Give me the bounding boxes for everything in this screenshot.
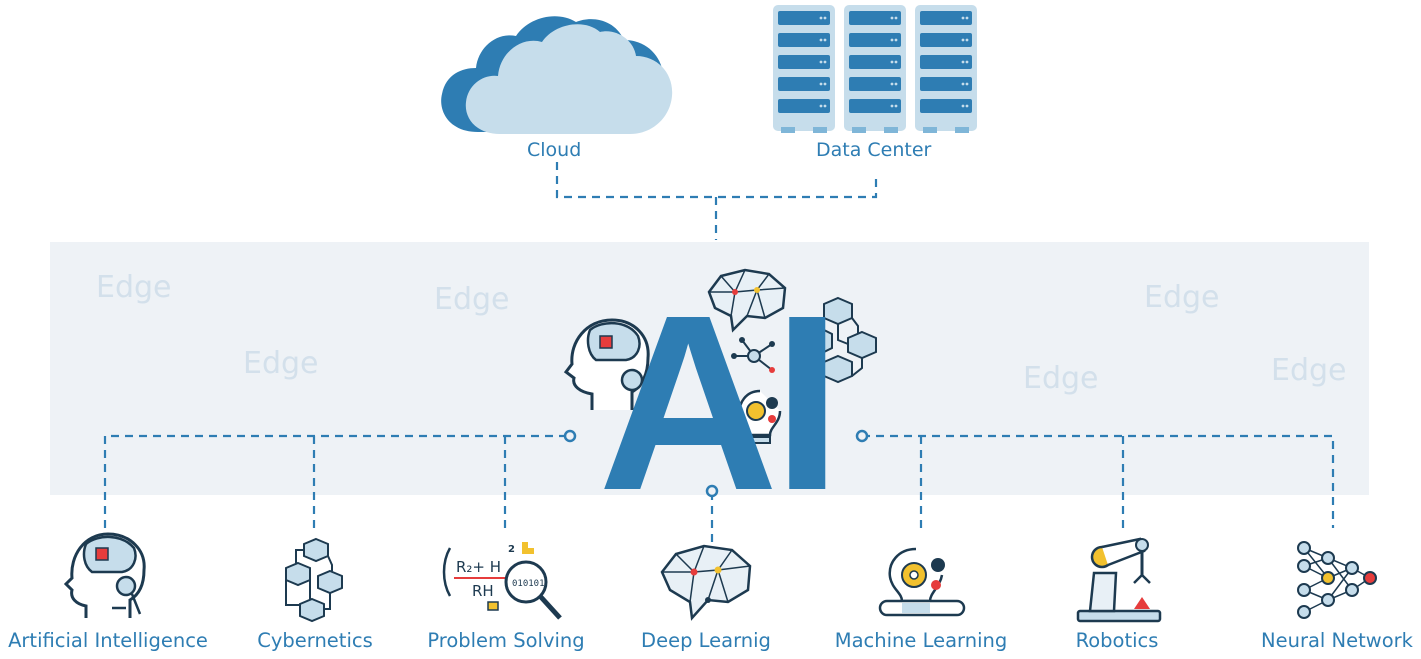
junction-dot <box>855 429 869 443</box>
server-rack-icon <box>773 5 977 133</box>
neural-network-icon <box>1297 541 1377 619</box>
formula-top: R₂+ H <box>456 558 501 576</box>
node-label-robotics: Robotics <box>1075 629 1159 652</box>
ai-title: AI <box>598 263 842 542</box>
binary-text: 010101 <box>512 579 545 589</box>
polygon-brain-icon <box>707 268 787 333</box>
junction-dot <box>563 429 577 443</box>
edge-label: Edge <box>1271 353 1347 388</box>
node-label-deep-learning: Deep Learnig <box>641 629 771 652</box>
gear-bulb-icon <box>878 547 966 617</box>
node-label-problem-solving: Problem Solving <box>427 629 585 652</box>
node-label-machine-learning: Machine Learning <box>834 629 1008 652</box>
edge-band <box>50 242 1369 495</box>
cubes-network-icon <box>285 537 343 623</box>
cloud-label: Cloud <box>527 139 582 161</box>
top-connector <box>555 162 878 199</box>
cubes-network-icon <box>823 296 877 384</box>
left-bus <box>103 434 568 528</box>
node-label-neural-network: Neural Network <box>1261 629 1413 652</box>
formula-magnifier-icon: R₂+ H RH 2 010101 <box>442 542 562 620</box>
edge-label: Edge <box>96 270 172 305</box>
formula-superscript: 2 <box>508 544 515 555</box>
gear-bulb-icon <box>738 389 782 444</box>
robotic-arm-icon <box>1076 537 1162 623</box>
network-node-icon <box>731 337 775 373</box>
right-bus <box>862 434 1335 528</box>
robot-head-icon <box>563 318 650 410</box>
formula-bottom: RH <box>472 582 494 600</box>
junction-dot <box>705 484 719 498</box>
edge-label: Edge <box>1144 280 1220 315</box>
cloud-icon <box>441 16 673 134</box>
edge-label: Edge <box>243 346 319 381</box>
data-center-label: Data Center <box>816 139 932 161</box>
edge-label: Edge <box>1023 361 1099 396</box>
node-label-artificial-intelligence: Artificial Intelligence <box>8 629 208 652</box>
edge-label: Edge <box>434 282 510 317</box>
node-label-cybernetics: Cybernetics <box>257 629 373 652</box>
robot-head-icon <box>63 532 146 618</box>
polygon-brain-icon <box>660 544 752 621</box>
